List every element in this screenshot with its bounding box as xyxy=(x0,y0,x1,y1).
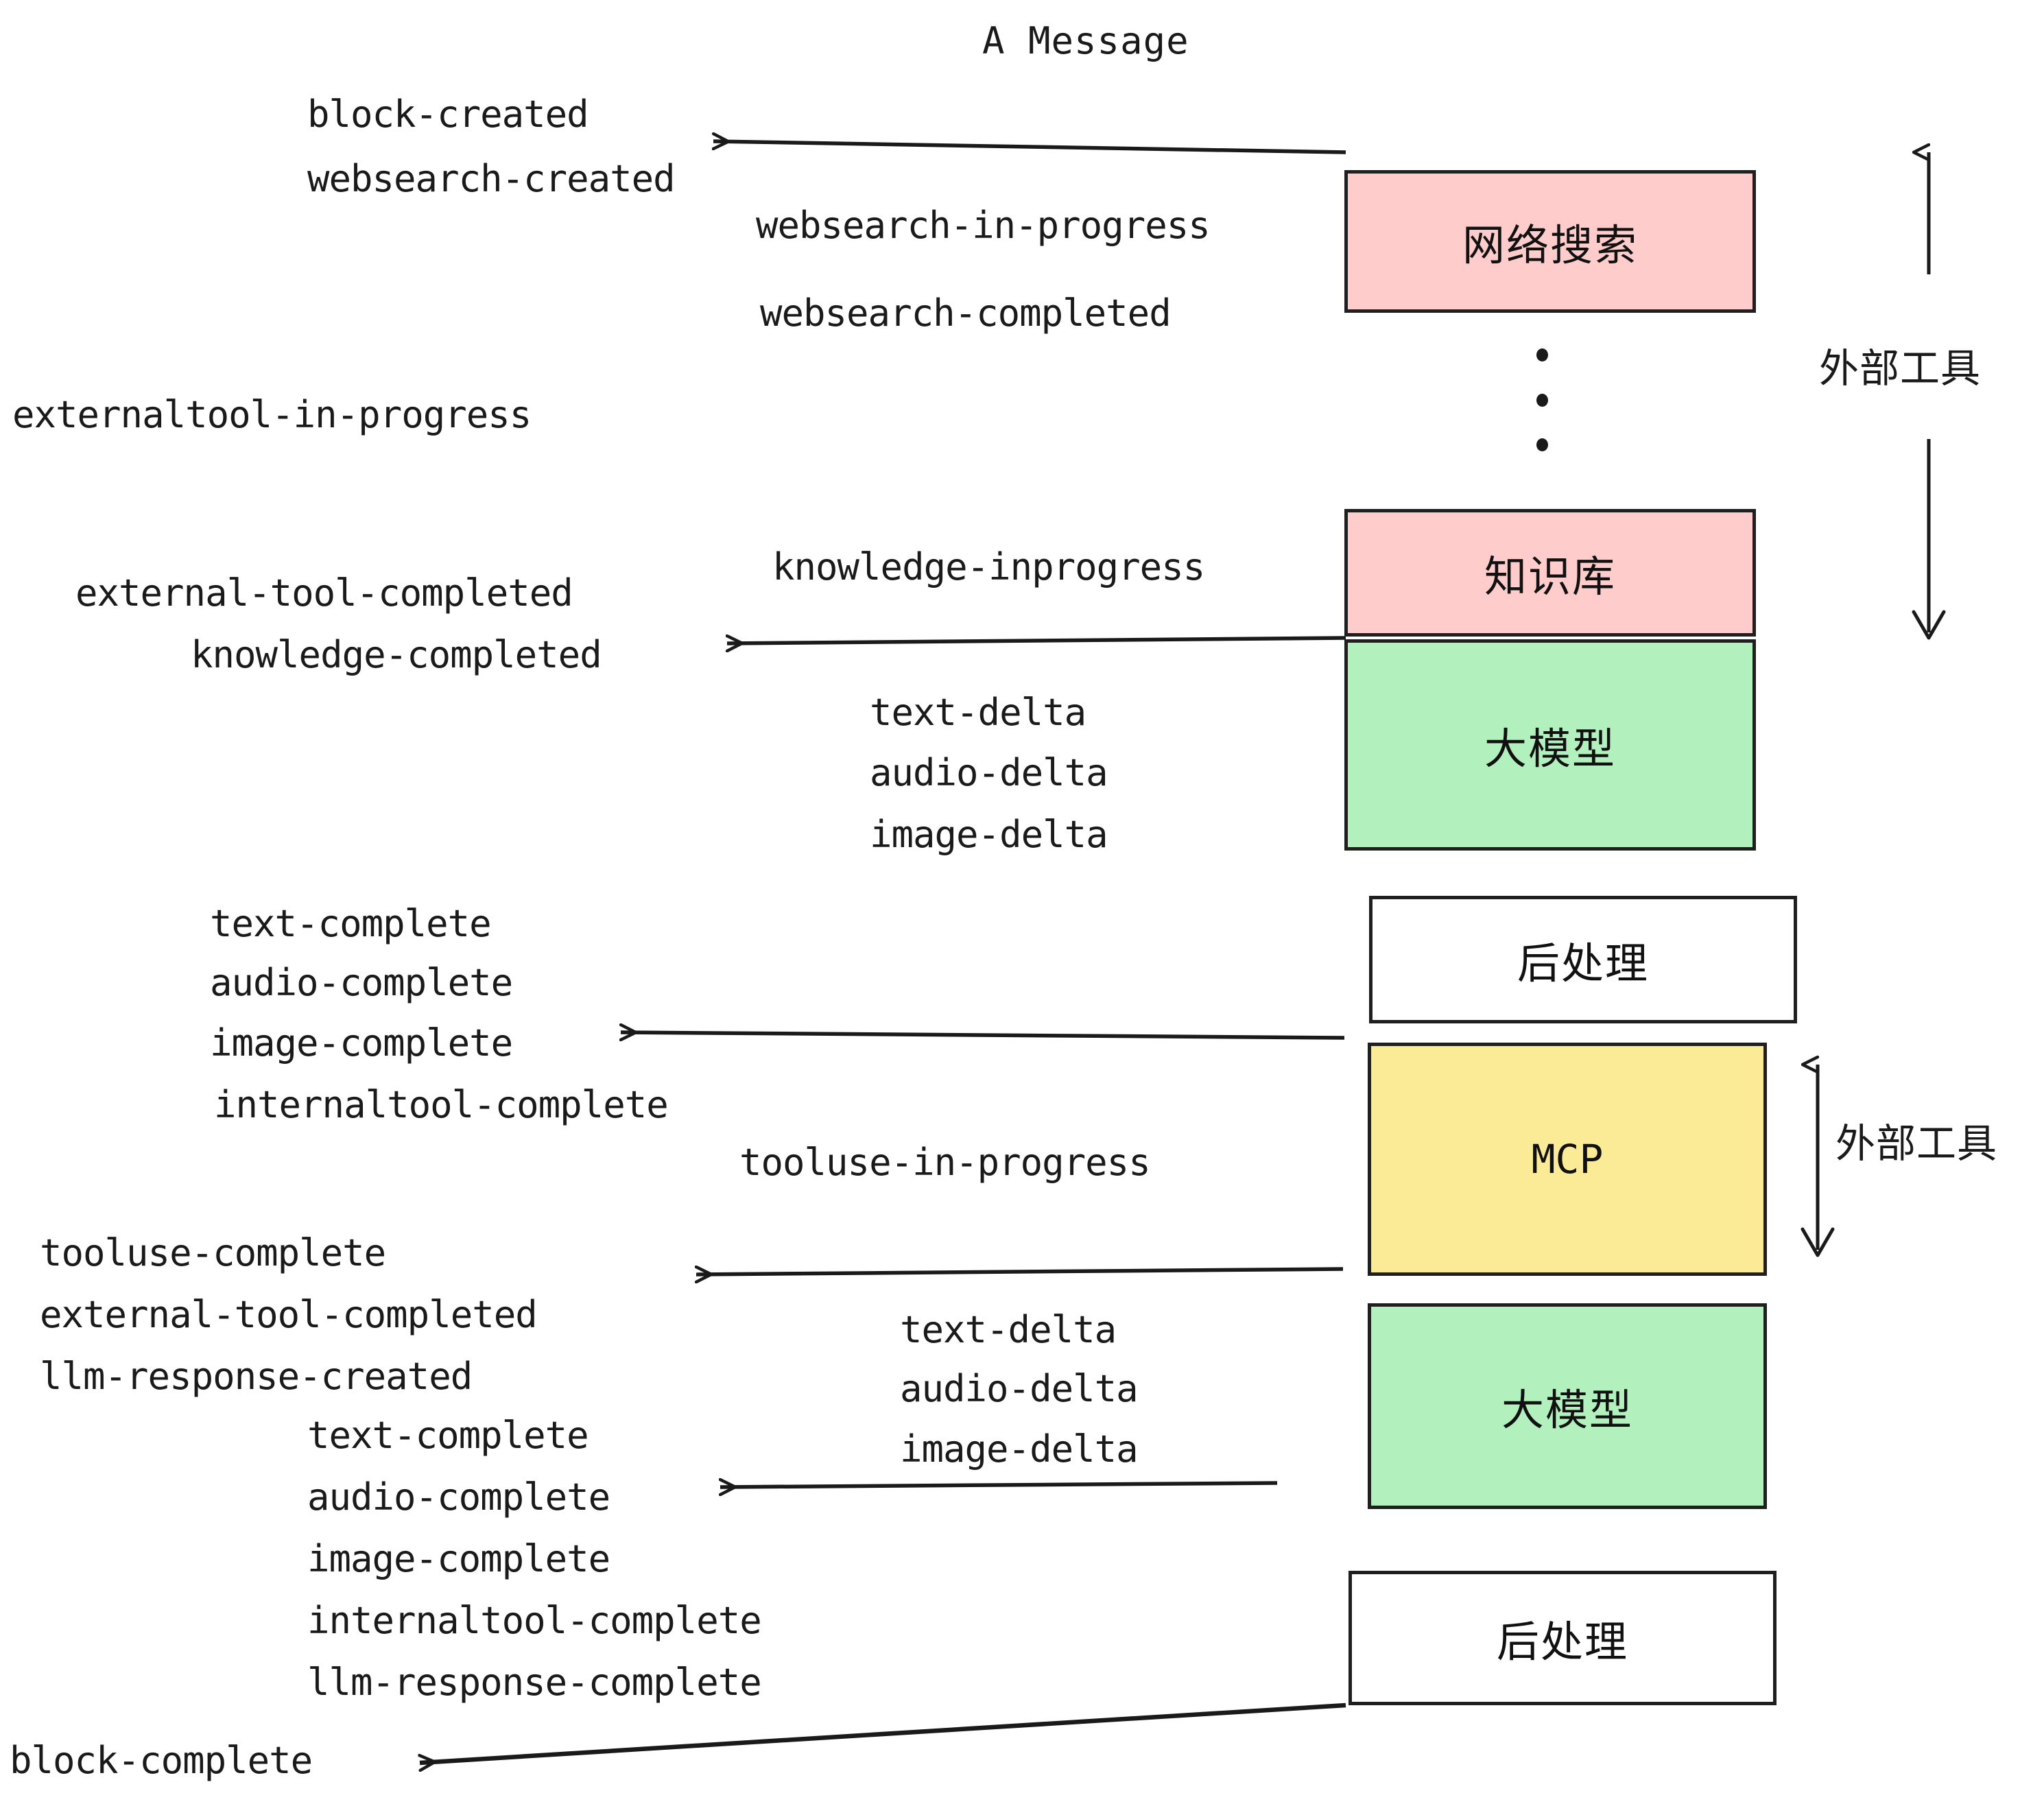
arrow-postprocess2-to-block-complete xyxy=(420,1702,1346,1763)
event-block-complete: block-complete xyxy=(10,1739,313,1782)
event-websearch-created: websearch-created xyxy=(307,157,676,200)
node-llm-1[interactable]: 大模型 xyxy=(1344,639,1756,851)
event-knowledge-completed: knowledge-completed xyxy=(191,633,602,676)
diagram-title: A Message xyxy=(982,19,1189,62)
node-knowledge[interactable]: 知识库 xyxy=(1344,509,1756,637)
node-llm-1-label: 大模型 xyxy=(1484,724,1616,774)
event-block-created: block-created xyxy=(307,93,589,136)
event-image-delta-2: image-delta xyxy=(900,1427,1139,1471)
node-websearch-label: 网络搜索 xyxy=(1462,220,1638,270)
event-external-tool-completed-2: external-tool-completed xyxy=(40,1293,538,1336)
event-audio-complete-1: audio-complete xyxy=(210,961,513,1004)
ellipsis-dot xyxy=(1536,438,1548,451)
event-audio-delta-1: audio-delta xyxy=(870,751,1108,794)
arrow-mcp-to-tooluse-complete xyxy=(696,1269,1344,1274)
arrow-websearch-to-block-created xyxy=(713,141,1346,154)
event-external-tool-completed-1: external-tool-completed xyxy=(75,571,573,615)
node-postprocess-2-label: 后处理 xyxy=(1496,1617,1628,1667)
event-tooluse-in-progress: tooluse-in-progress xyxy=(739,1141,1151,1184)
side-label-external-tools-bottom: 外部工具 xyxy=(1835,1120,1998,1167)
arrow-knowledge-to-knowledge-completed xyxy=(727,638,1346,643)
arrowhead-external-tools-bottom-down xyxy=(1801,1227,1835,1257)
event-image-complete-2: image-complete xyxy=(307,1537,610,1580)
node-websearch[interactable]: 网络搜索 xyxy=(1344,170,1756,313)
event-text-delta-2: text-delta xyxy=(900,1308,1117,1351)
event-text-delta-1: text-delta xyxy=(870,691,1086,734)
event-websearch-completed: websearch-completed xyxy=(760,292,1172,335)
event-image-complete-1: image-complete xyxy=(210,1021,513,1065)
event-text-complete-2: text-complete xyxy=(307,1414,589,1457)
event-websearch-in-progress: websearch-in-progress xyxy=(756,204,1211,247)
arrow-llm2-to-audio-complete xyxy=(720,1483,1278,1487)
event-llm-response-complete: llm-response-complete xyxy=(307,1661,762,1704)
event-externaltool-in-progress: externaltool-in-progress xyxy=(12,393,532,436)
side-label-external-tools-top: 外部工具 xyxy=(1819,345,1982,392)
node-mcp-label: MCP xyxy=(1531,1136,1604,1183)
node-postprocess-1-label: 后处理 xyxy=(1517,938,1649,988)
node-postprocess-1[interactable]: 后处理 xyxy=(1369,896,1797,1023)
event-knowledge-inprogress: knowledge-inprogress xyxy=(772,545,1205,589)
node-llm-2-label: 大模型 xyxy=(1501,1385,1633,1435)
event-tooluse-complete: tooluse-complete xyxy=(40,1231,386,1274)
event-audio-delta-2: audio-delta xyxy=(900,1367,1139,1410)
event-audio-complete-2: audio-complete xyxy=(307,1475,610,1519)
arrow-llm1-to-image-complete xyxy=(621,1032,1345,1038)
event-text-complete-1: text-complete xyxy=(210,902,492,945)
node-mcp[interactable]: MCP xyxy=(1368,1043,1767,1276)
ellipsis-dot xyxy=(1536,348,1548,361)
arrowhead-external-tools-top-down xyxy=(1912,610,1946,640)
event-internaltool-complete-2: internaltool-complete xyxy=(307,1599,762,1642)
node-llm-2[interactable]: 大模型 xyxy=(1368,1303,1767,1509)
event-llm-response-created: llm-response-created xyxy=(40,1355,473,1398)
event-internaltool-complete-1: internaltool-complete xyxy=(214,1083,669,1126)
node-knowledge-label: 知识库 xyxy=(1484,551,1616,602)
ellipsis-dot xyxy=(1536,393,1548,407)
node-postprocess-2[interactable]: 后处理 xyxy=(1348,1571,1776,1705)
vertical-ellipsis xyxy=(1535,348,1549,451)
event-image-delta-1: image-delta xyxy=(870,813,1108,856)
